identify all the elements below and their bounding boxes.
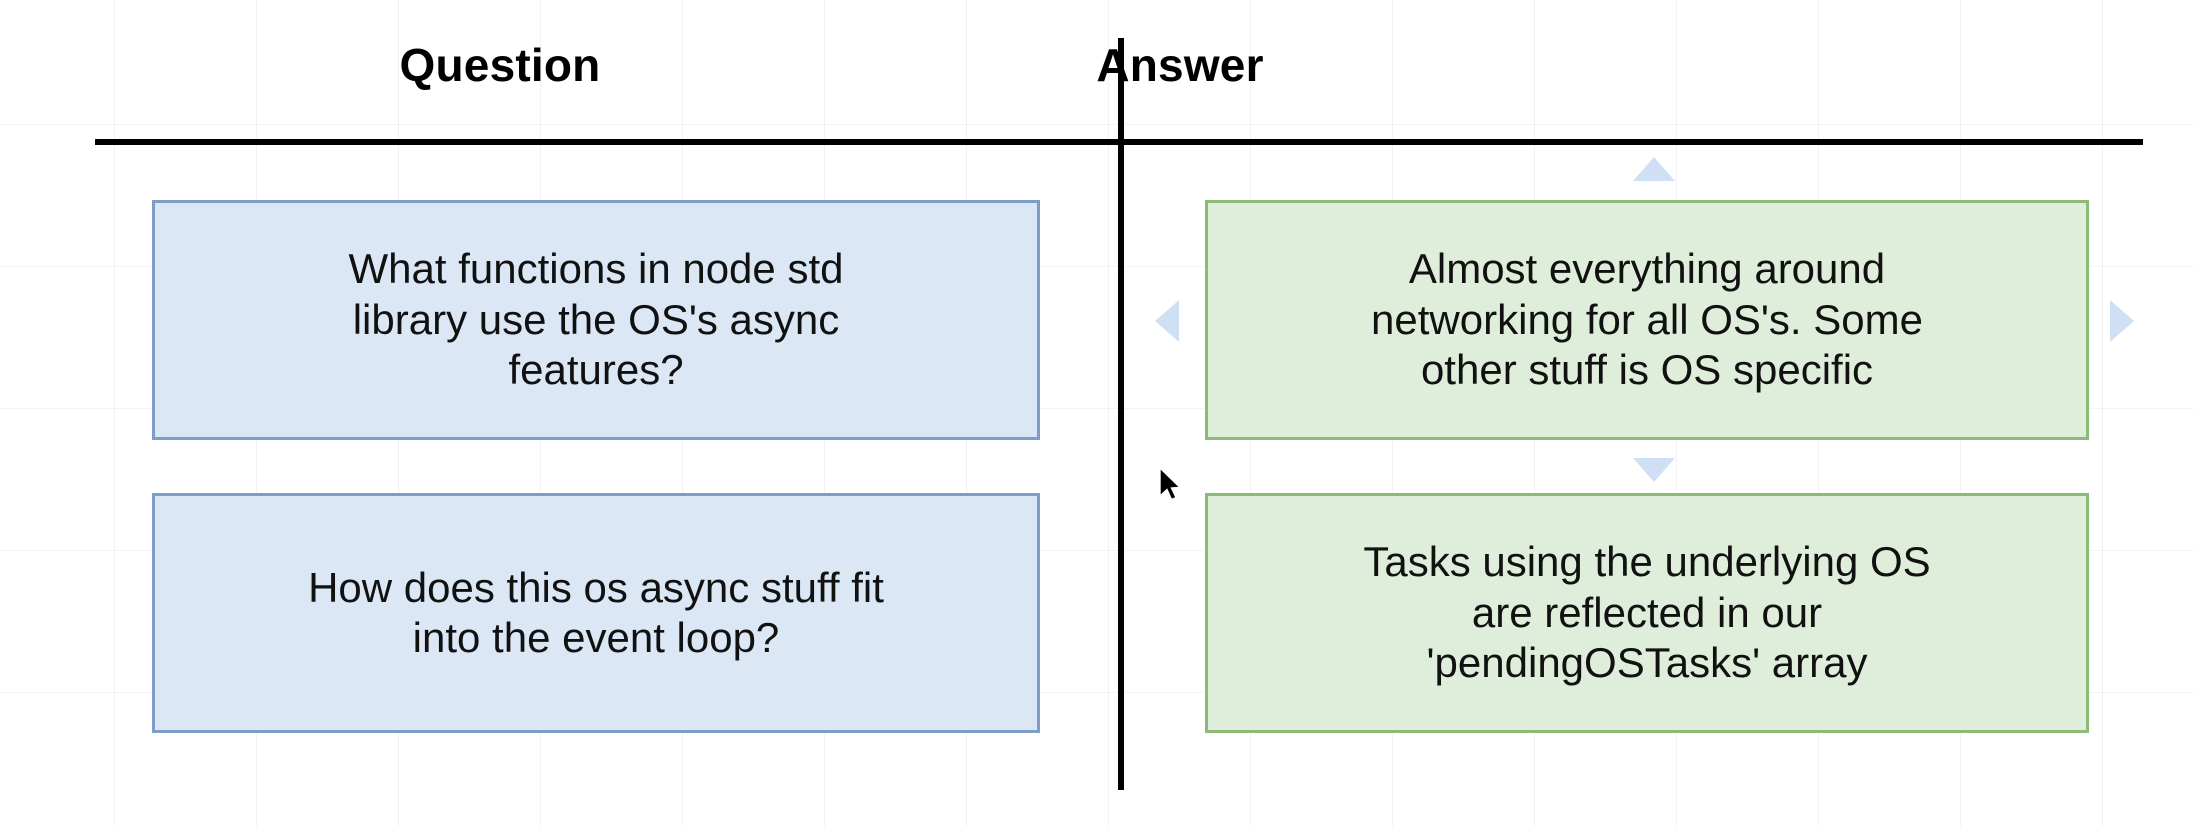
arrow-left-icon[interactable]: [1155, 300, 1179, 342]
column-vertical-divider: [1118, 38, 1124, 790]
column-header-question: Question: [399, 39, 601, 91]
column-header-answer: Answer: [1096, 39, 1264, 91]
arrow-up-icon[interactable]: [1633, 157, 1675, 181]
answer-card[interactable]: Almost everything around networking for …: [1205, 200, 2089, 440]
arrow-down-icon[interactable]: [1633, 458, 1675, 482]
question-card[interactable]: How does this os async stuff fit into th…: [152, 493, 1040, 733]
answer-card[interactable]: Tasks using the underlying OS are reflec…: [1205, 493, 2089, 733]
question-card[interactable]: What functions in node std library use t…: [152, 200, 1040, 440]
mouse-cursor-icon: [1159, 466, 1182, 501]
arrow-right-icon[interactable]: [2110, 300, 2134, 342]
